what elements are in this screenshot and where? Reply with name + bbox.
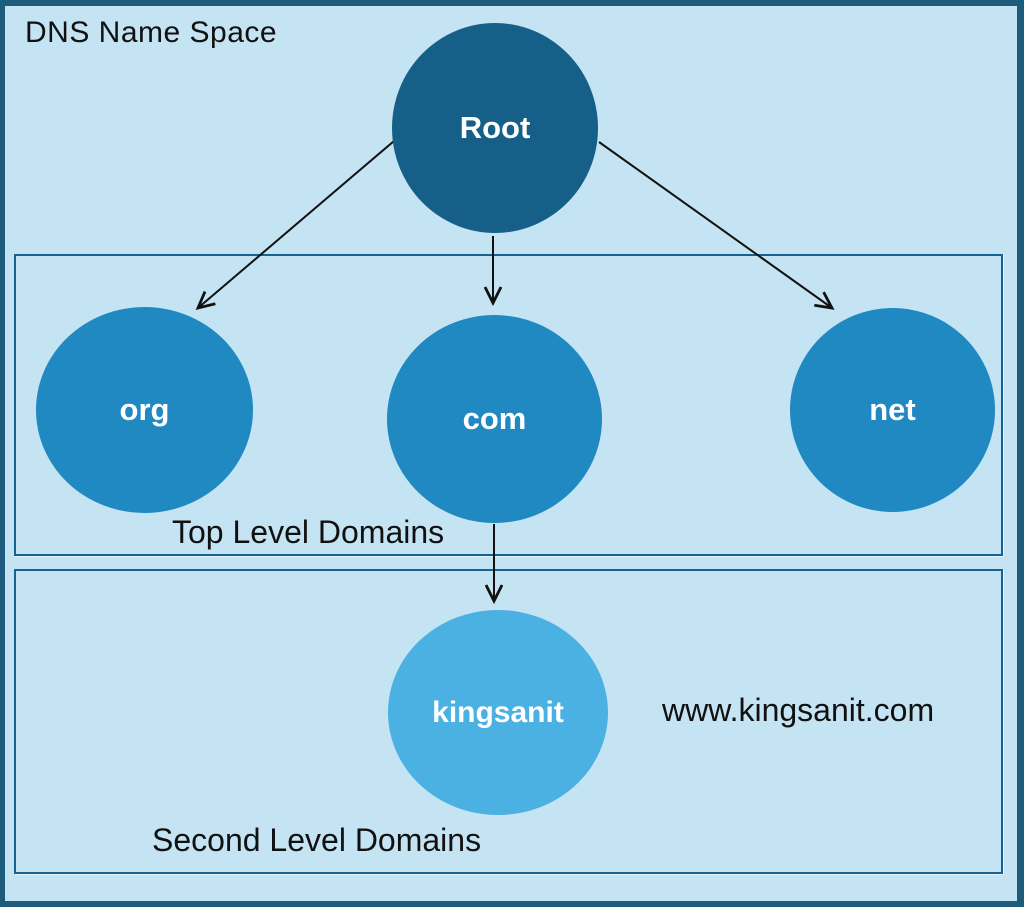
node-root-label: Root bbox=[459, 110, 531, 145]
top-level-domains-label: Top Level Domains bbox=[172, 514, 445, 550]
node-net-label: net bbox=[869, 392, 916, 427]
node-net: net bbox=[790, 308, 995, 512]
node-kingsanit: kingsanit bbox=[388, 610, 608, 815]
second-level-domains-box bbox=[14, 569, 1003, 874]
node-org-label: org bbox=[119, 392, 170, 427]
second-level-domains-label: Second Level Domains bbox=[152, 822, 482, 858]
page-title: DNS Name Space bbox=[25, 16, 278, 49]
node-com-label: com bbox=[462, 401, 527, 436]
top-level-domains-box bbox=[14, 254, 1003, 556]
node-com: com bbox=[387, 315, 602, 523]
node-kingsanit-label: kingsanit bbox=[432, 695, 564, 729]
website-url-label: www.kingsanit.com bbox=[662, 692, 935, 728]
node-root: Root bbox=[392, 23, 598, 233]
node-org: org bbox=[36, 307, 253, 513]
